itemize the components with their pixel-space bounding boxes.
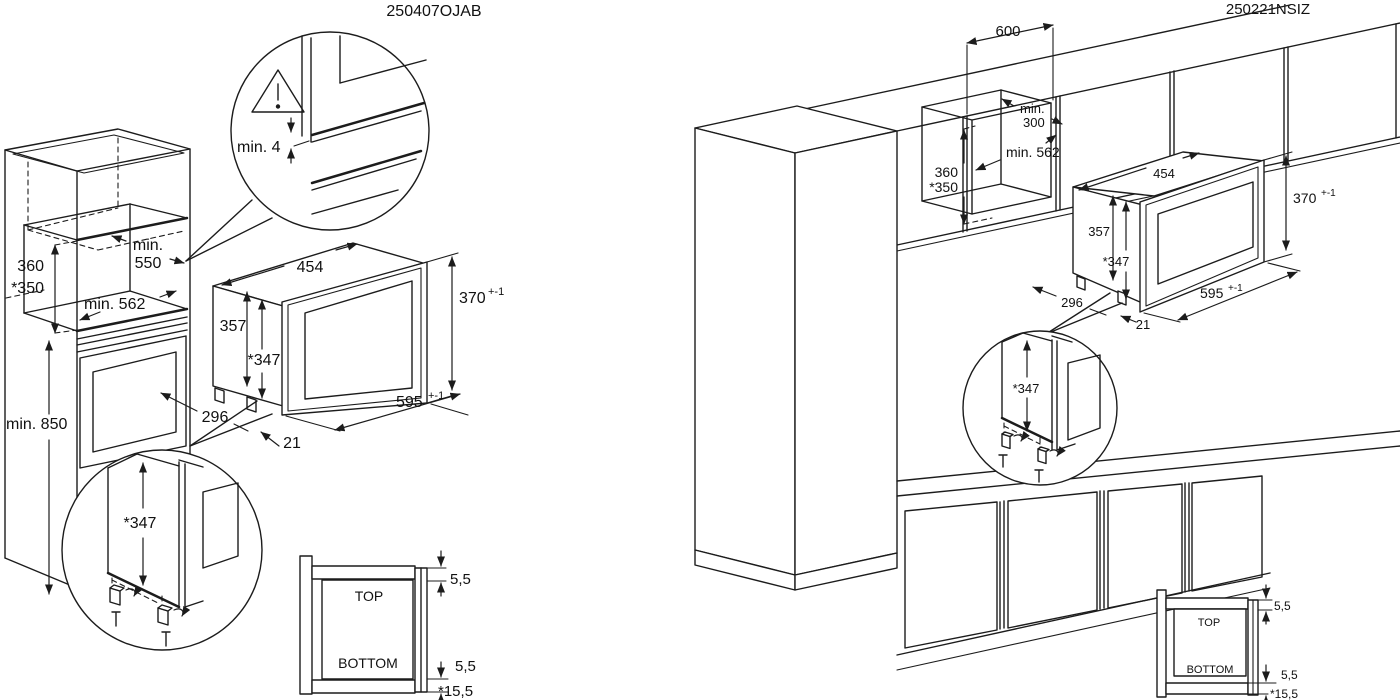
- left-niche-width-l2: 550: [135, 255, 162, 272]
- left-unit-height: 370: [459, 290, 486, 307]
- right-front-width-tolerance: +-1: [1228, 283, 1243, 294]
- right-feet-height: *347: [1013, 381, 1040, 396]
- right-section-diagram: TOP BOTTOM 5,5 5,5 *15,5: [1156, 584, 1298, 700]
- right-section-gap-bottom: 5,5: [1281, 668, 1298, 682]
- left-section-gap-bottom: 5,5: [455, 658, 476, 675]
- left-front-width-tolerance: +-1: [428, 390, 444, 402]
- right-section-gap-top: 5,5: [1274, 599, 1291, 613]
- left-niche-dims: 360 *350 min. 850 min. 550 min. 562: [5, 235, 185, 595]
- left-unit-height-tolerance: +-1: [488, 286, 504, 298]
- right-inner-height-alt: *347: [1103, 254, 1130, 269]
- left-section-gap-top: 5,5: [450, 571, 471, 588]
- right-section-top-label: TOP: [1198, 617, 1220, 629]
- left-gap-callout: min. 4: [185, 31, 430, 262]
- left-overhang-dim: 21: [283, 435, 301, 452]
- left-title: 250407OJAB: [386, 3, 481, 20]
- left-front-width: 595: [396, 394, 423, 411]
- right-clearance-l1: min.: [1020, 101, 1045, 116]
- adjustable-foot-icon: [109, 584, 143, 627]
- warning-icon: [251, 69, 305, 113]
- left-diagram: 250407OJAB: [4, 3, 504, 700]
- adjustable-foot-icon: [157, 604, 191, 647]
- left-niche-width-l1: min.: [133, 237, 163, 254]
- left-section-diagram: TOP BOTTOM 5,5 5,5 *15,5: [299, 550, 476, 700]
- left-feet-height: *347: [124, 515, 157, 532]
- right-clearance-l2: 300: [1023, 115, 1045, 130]
- right-niche-height: 360: [935, 164, 959, 180]
- right-unit-height: 370: [1293, 190, 1317, 206]
- left-niche-height: 360: [17, 258, 44, 275]
- right-unit-width: 454: [1153, 166, 1175, 181]
- right-inner-height: 357: [1088, 224, 1110, 239]
- right-front-width: 595: [1200, 285, 1224, 301]
- left-depth-dim: 296: [202, 409, 229, 426]
- right-section-bottom-label: BOTTOM: [1187, 664, 1234, 676]
- left-inner-height-alt: *347: [248, 352, 281, 369]
- right-section-gap-total: *15,5: [1270, 687, 1298, 700]
- left-feet-callout: *347: [61, 400, 273, 651]
- left-section-bottom-label: BOTTOM: [338, 655, 398, 671]
- right-niche-height-alt: *350: [929, 179, 958, 195]
- right-depth-dim: 296: [1061, 295, 1083, 310]
- right-unit-height-tolerance: +-1: [1321, 188, 1336, 199]
- left-section-gap-total: *15,5: [438, 683, 473, 700]
- right-feet-callout: *347: [962, 292, 1123, 486]
- left-cabinet: [4, 128, 191, 589]
- left-vent-gap: min. 4: [237, 139, 281, 156]
- right-niche-depth: min. 562: [1006, 144, 1060, 160]
- right-diagram: 250221NSIZ: [694, 1, 1400, 700]
- adjustable-foot-icon: [1034, 445, 1066, 483]
- right-kitchen: [694, 4, 1400, 671]
- left-unit-width: 454: [297, 259, 324, 276]
- left-niche-height-alt: *350: [11, 280, 44, 297]
- adjustable-foot-icon: [998, 430, 1030, 468]
- right-unit-dims: 454 357 *347 370 +-1 595 +-1 296 21: [1032, 151, 1336, 332]
- right-niche-width: 600: [995, 23, 1020, 40]
- left-inner-height: 357: [220, 318, 247, 335]
- right-overhang-dim: 21: [1136, 317, 1150, 332]
- left-floor-height: min. 850: [6, 416, 67, 433]
- left-niche-depth: min. 562: [84, 296, 145, 313]
- left-unit-dims: 454 357 *347 370 +-1 595 +-1 296 21: [160, 242, 504, 452]
- left-section-top-label: TOP: [355, 588, 384, 604]
- right-niche-dims: 600 min. 300 min. 562 360 *350: [929, 23, 1063, 225]
